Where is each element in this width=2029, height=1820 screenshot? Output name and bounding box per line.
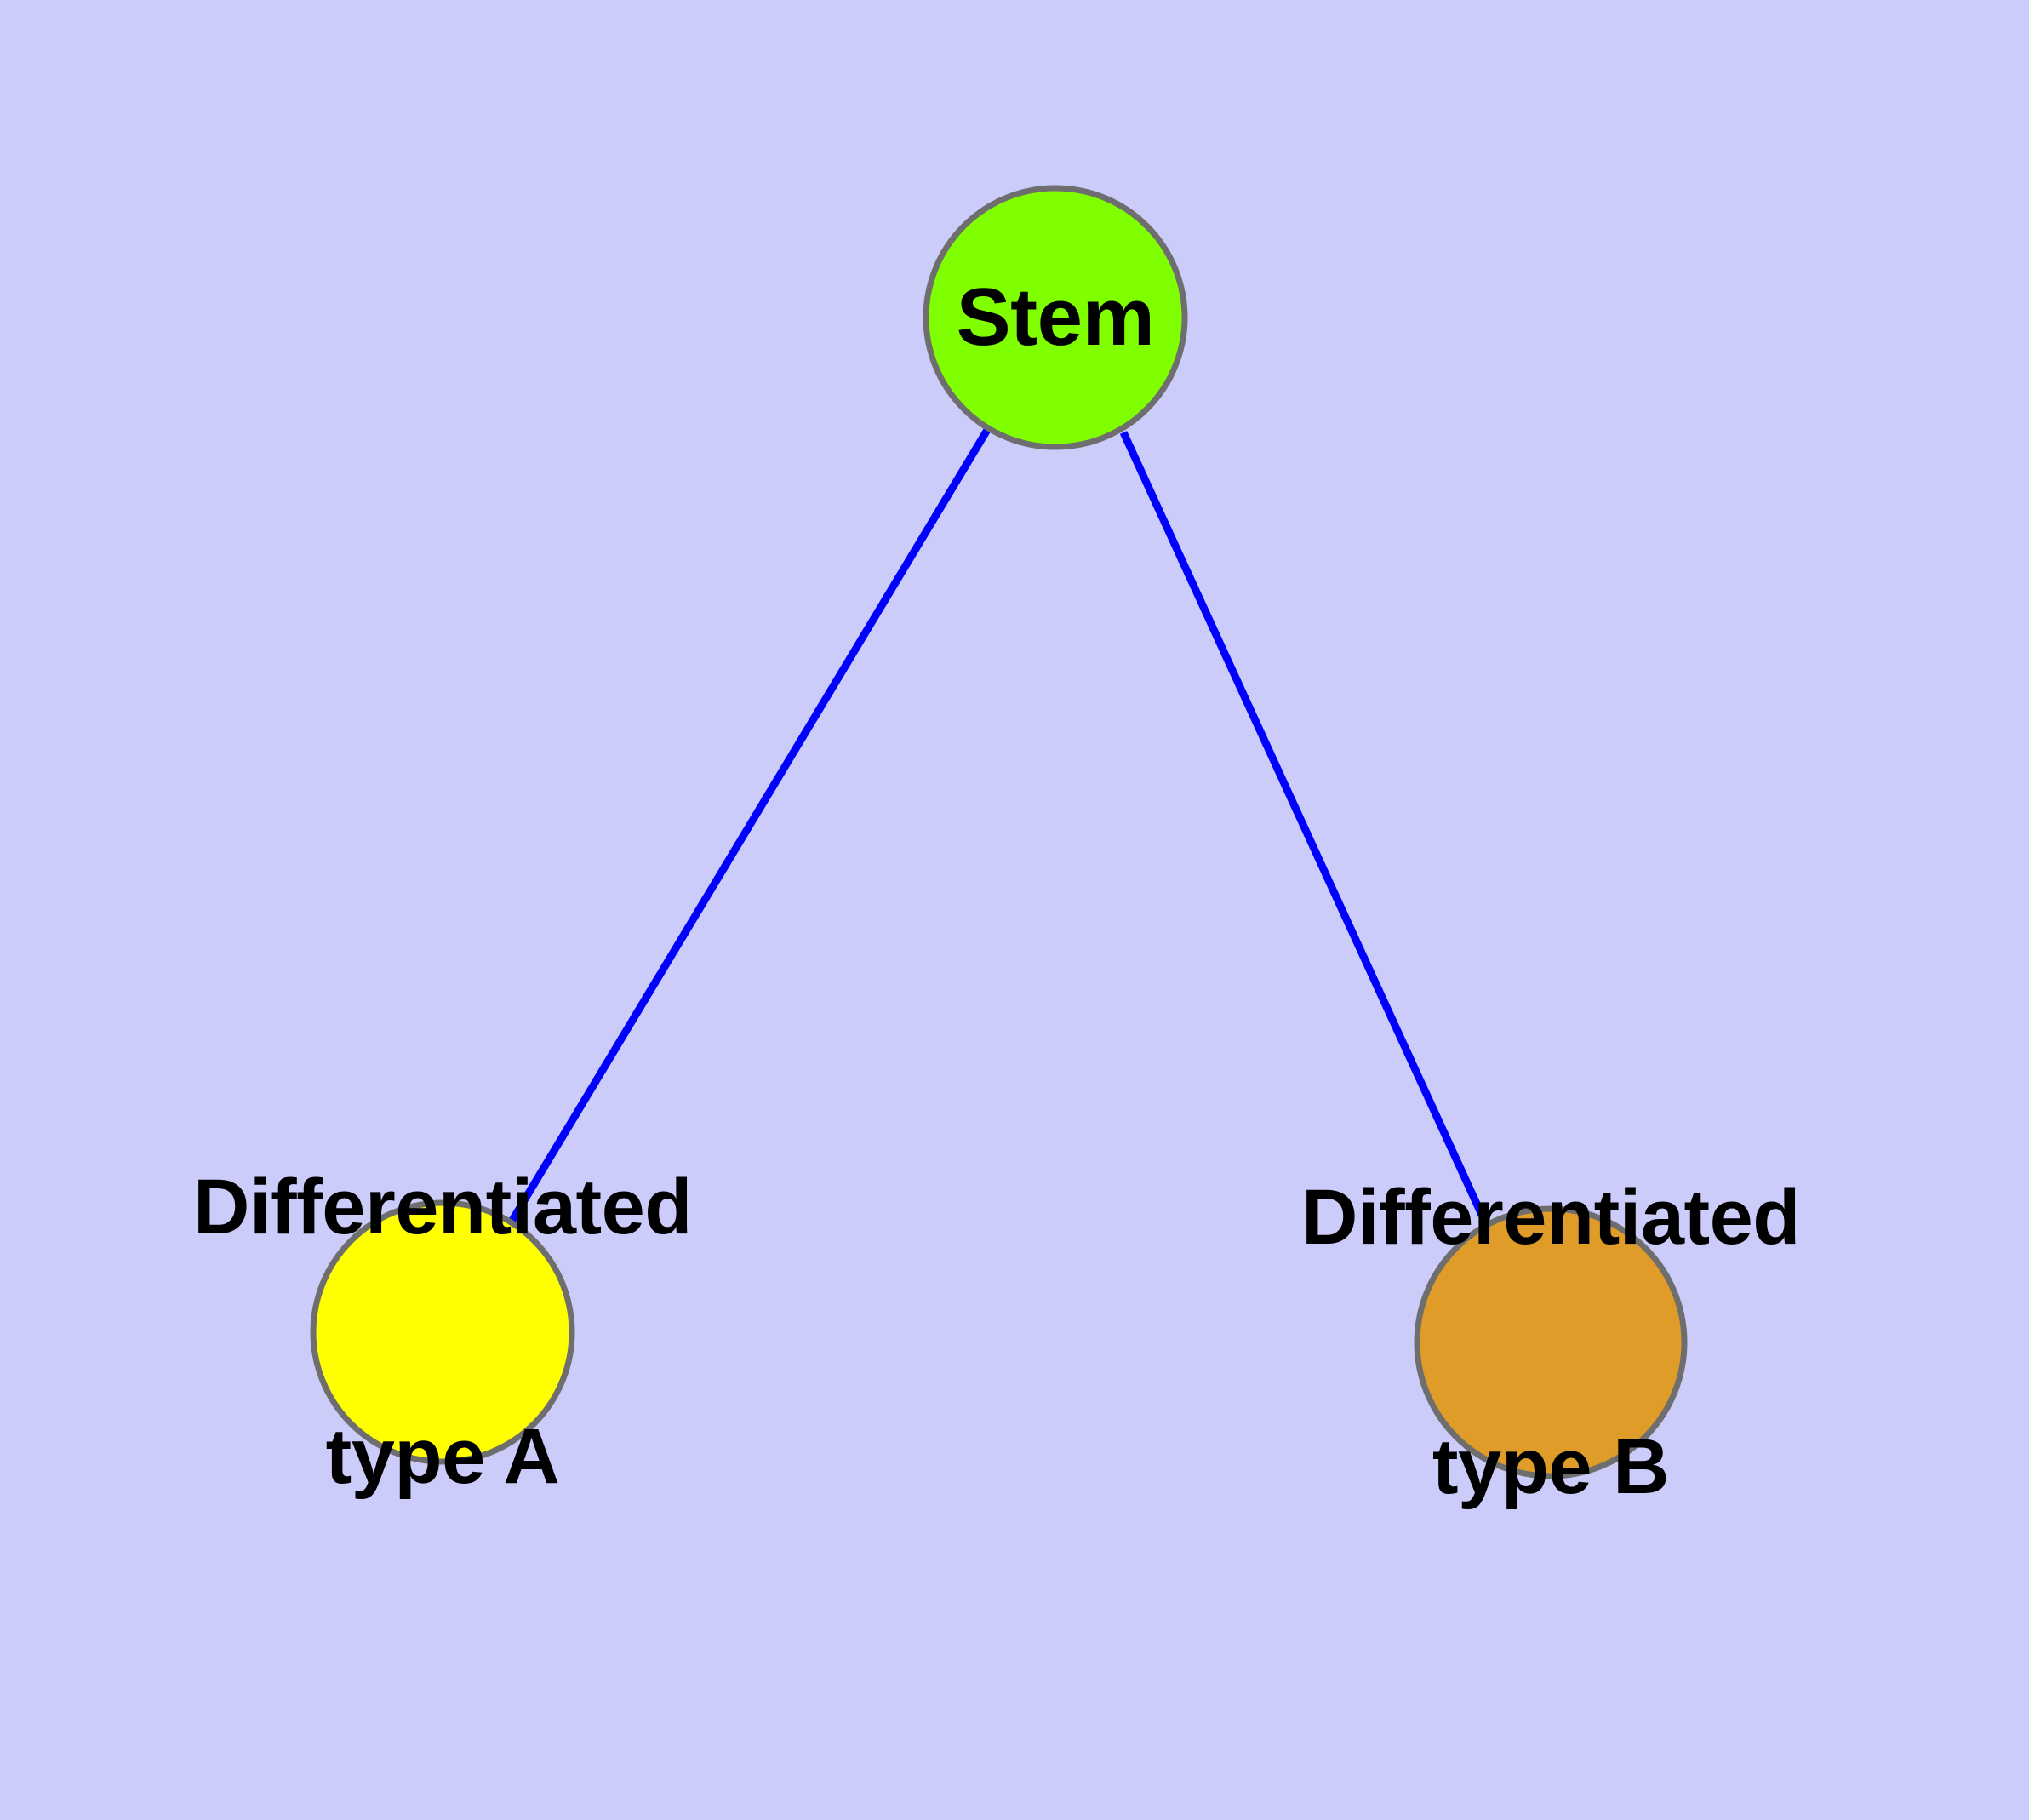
node-label-type-a-line2: type A	[325, 1412, 560, 1500]
node-label-type-b-line2: type B	[1432, 1422, 1670, 1510]
node-label-differentiated-type-b: Differentiated type B	[1168, 1010, 1934, 1674]
edge-stem-to-diff-b	[1119, 431, 1490, 1226]
node-label-type-a-line1: Differentiated	[193, 1164, 692, 1251]
node-differentiated-type-b[interactable]	[1414, 1205, 1688, 1479]
node-label-differentiated-type-a: Differentiated type A	[60, 1000, 826, 1664]
edge-stem-to-diff-a	[508, 427, 991, 1224]
node-stem[interactable]	[923, 185, 1188, 450]
node-layer	[310, 185, 1688, 1479]
node-label-stem-line1: Stem	[956, 272, 1155, 363]
node-label-type-b-line1: Differentiated	[1301, 1174, 1800, 1262]
node-differentiated-type-a[interactable]	[310, 1199, 575, 1465]
edge-layer	[508, 427, 1490, 1226]
node-label-stem: Stem	[800, 101, 1311, 535]
